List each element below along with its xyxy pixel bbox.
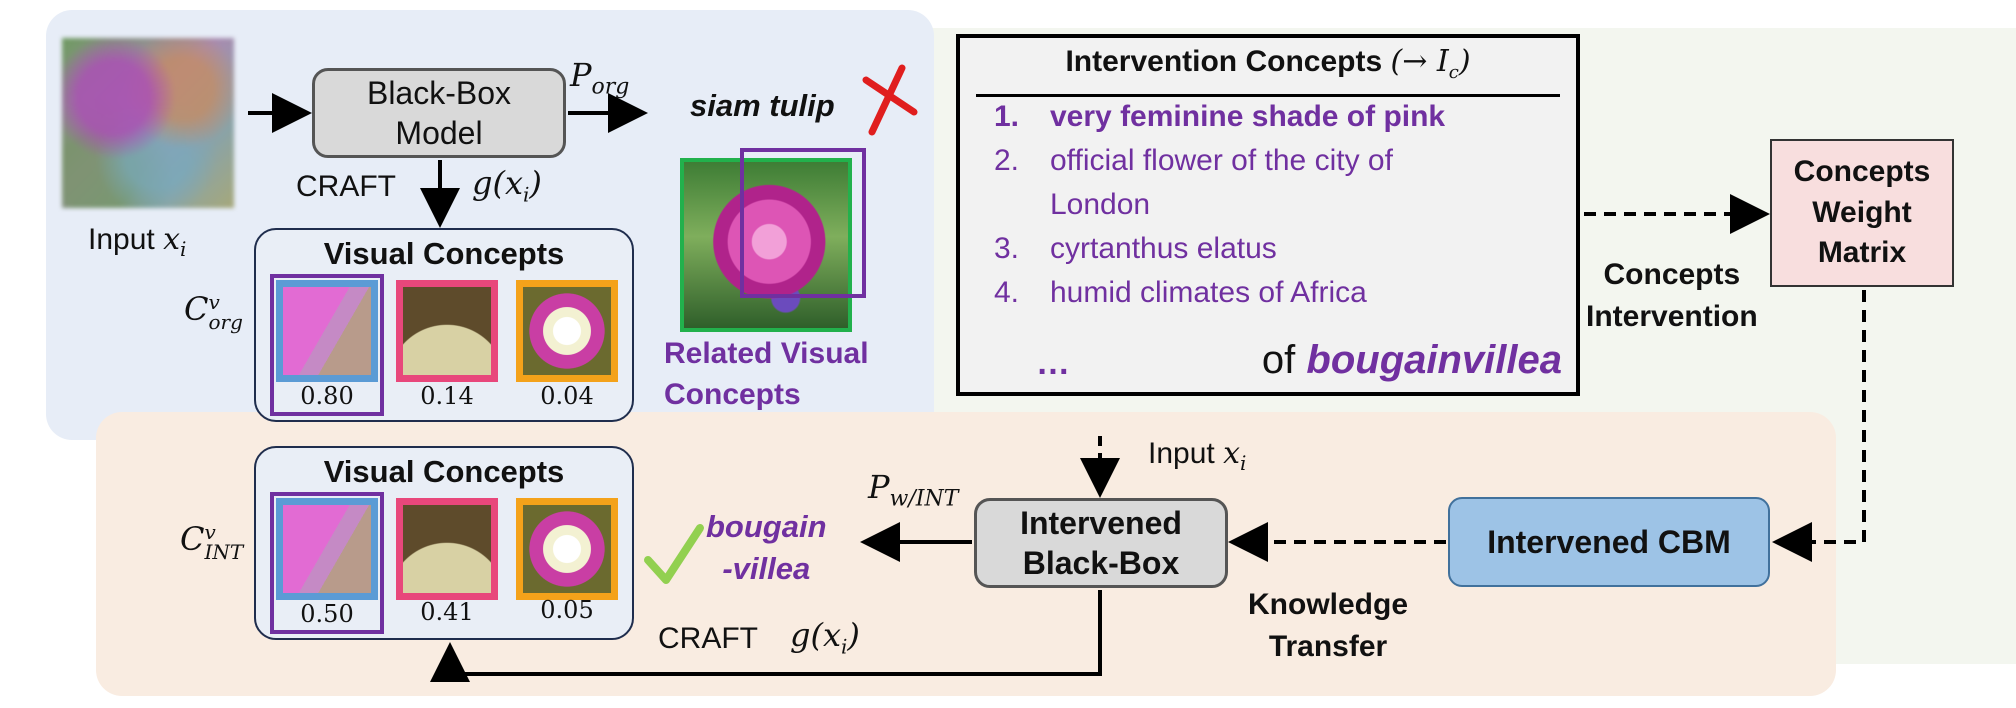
g-xi-label-bottom: g(xi) [790, 616, 860, 659]
g-xi-label-top: g(xi) [472, 164, 542, 207]
concept-score: 0.41 [420, 598, 474, 626]
concept-patch-pink-petal [276, 280, 378, 382]
more-items-ellipsis: … [1036, 344, 1072, 382]
prediction-bougainvillea: bougain-villea [706, 509, 827, 586]
intervened-cbm: Intervened CBM [1448, 497, 1770, 587]
concept-score: 0.80 [300, 382, 354, 410]
intervention-item-continued: London [1050, 188, 1151, 221]
concept-patch-pink-petal [276, 498, 378, 600]
p-wint-label: Pw/INT [868, 468, 959, 512]
intervention-item: 3.cyrtanthus elatus [994, 232, 1277, 265]
input-image [62, 38, 234, 208]
selected-concept-frame [270, 274, 384, 416]
concept-score: 0.05 [540, 596, 594, 624]
related-concept-frame [740, 148, 866, 298]
concept-patch-round-petal [396, 498, 498, 600]
arrow-intervened-bb-to-concepts [430, 590, 1102, 682]
input-label: Input xi [88, 222, 187, 261]
target-class-label: of bougainvillea [1261, 338, 1562, 382]
visual-concepts-panel-original: Visual Concepts 0.80 0.14 0.04 [254, 228, 634, 422]
cross-icon [862, 64, 918, 136]
input-label-bottom: Input xi [1148, 436, 1247, 475]
visual-concepts-title: Visual Concepts [323, 236, 565, 271]
intervention-item: 1.very feminine shade of pink [994, 100, 1446, 133]
visual-concepts-panel-intervened: Visual Concepts 0.50 0.41 0.05 [254, 446, 634, 640]
intervention-item: 4.humid climates of Africa [994, 276, 1367, 309]
concept-score: 0.50 [300, 600, 354, 628]
concept-score: 0.04 [540, 382, 594, 410]
concept-score: 0.14 [420, 382, 474, 410]
concept-patch-white-flower [516, 498, 618, 600]
craft-label-bottom: CRAFT [658, 622, 758, 655]
intervention-concepts-box: Intervention Concepts (→ Ic) 1.very femi… [956, 34, 1580, 396]
intervention-item: 2.official flower of the city of [994, 144, 1393, 177]
selected-concept-frame [270, 492, 384, 634]
arrow-matrix-to-cbm [1772, 290, 1866, 562]
concept-patch-white-flower [516, 280, 618, 382]
visual-concepts-title: Visual Concepts [323, 454, 565, 489]
craft-label-top: CRAFT [296, 170, 396, 203]
related-flower-image [680, 158, 852, 332]
intervention-title: Intervention Concepts (→ Ic) [1065, 44, 1471, 83]
prediction-siam-tulip: siam tulip [690, 88, 835, 123]
p-org-label: Porg [570, 56, 630, 100]
concept-patch-round-petal [396, 280, 498, 382]
title-divider [976, 94, 1560, 97]
check-icon [644, 524, 704, 584]
